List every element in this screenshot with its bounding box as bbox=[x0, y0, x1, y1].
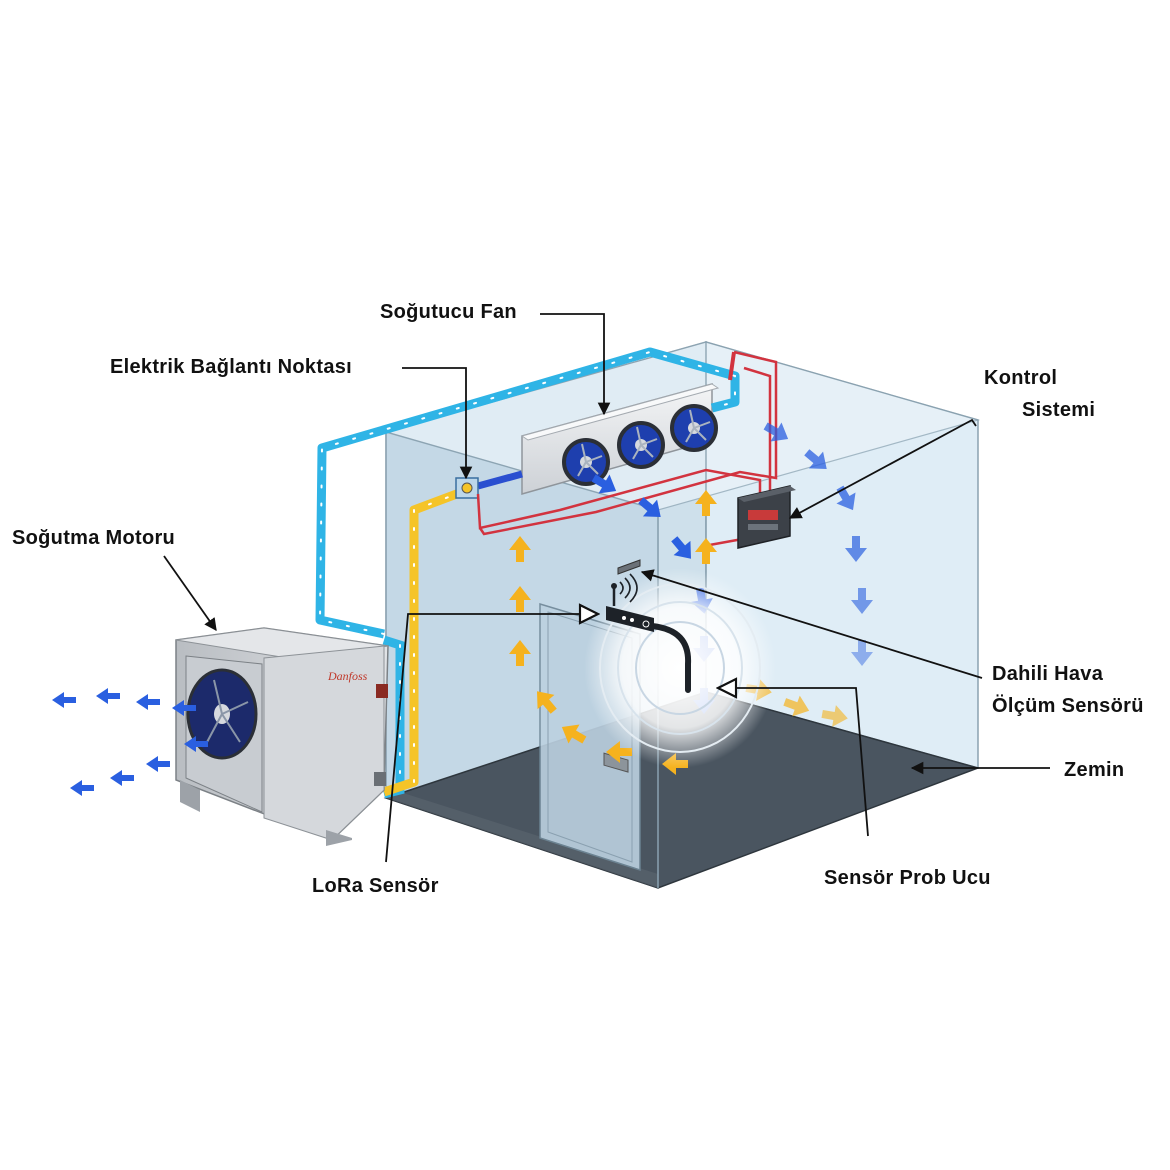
svg-text:Danfoss: Danfoss bbox=[327, 669, 368, 683]
lora-sensor bbox=[584, 568, 776, 768]
refrigerant-pipe-yellow bbox=[382, 487, 464, 797]
fan-icon bbox=[670, 404, 718, 452]
label-air-sensor-line1: Dahili Hava bbox=[992, 663, 1104, 685]
internal-air-sensor bbox=[617, 559, 641, 575]
label-cooling-motor: Soğutma Motoru bbox=[12, 527, 175, 549]
label-electric-point: Elektrik Bağlantı Noktası bbox=[110, 356, 352, 378]
condenser-airflow bbox=[52, 688, 208, 796]
label-cooling-fan: Soğutucu Fan bbox=[380, 301, 517, 323]
label-control-line2: Sistemi bbox=[1022, 399, 1095, 421]
label-probe-tip: Sensör Prob Ucu bbox=[824, 867, 991, 889]
label-air-sensor-line2: Ölçüm Sensörü bbox=[992, 694, 1144, 717]
fan-icon bbox=[186, 668, 258, 760]
label-floor: Zemin bbox=[1064, 759, 1124, 781]
labels: Soğutucu Fan Elektrik Bağlantı Noktası K… bbox=[12, 301, 1144, 897]
wiring bbox=[476, 350, 778, 548]
fan-icon bbox=[562, 438, 610, 486]
condensing-unit: Danfoss bbox=[175, 627, 389, 846]
antenna-icon bbox=[611, 573, 638, 606]
fan-icon bbox=[617, 421, 665, 469]
label-lora-sensor: LoRa Sensör bbox=[312, 875, 439, 897]
label-control-line1: Kontrol bbox=[984, 367, 1057, 389]
leader-lines bbox=[163, 313, 1050, 863]
electric-connection-point bbox=[455, 477, 479, 499]
control-system-box bbox=[737, 485, 796, 549]
